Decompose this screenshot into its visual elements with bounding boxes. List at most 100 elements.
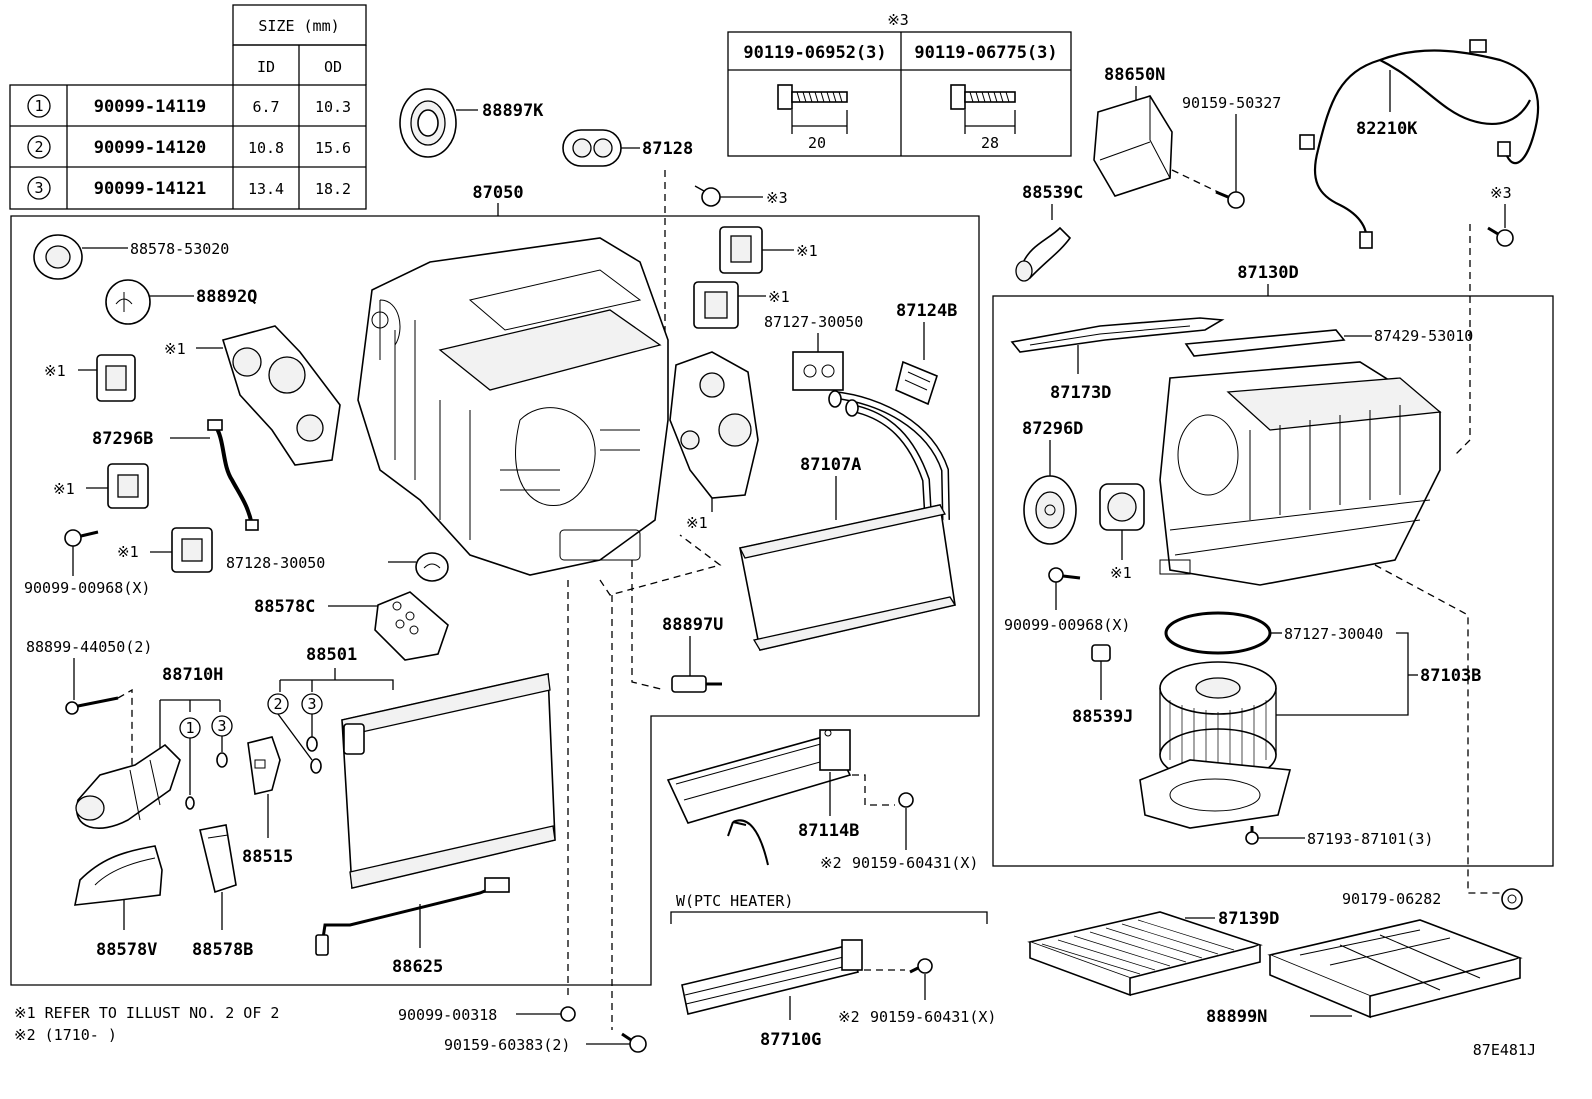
evaporator-88501-icon [341,673,556,889]
filter-frame-87173D-icon [1010,317,1225,353]
label-88710H: 88710H [162,665,223,685]
mark-1: ※1 [768,288,790,306]
mark-1: ※1 [796,242,818,260]
screw-icon [909,958,933,974]
hvac-housing-87050-icon [357,237,669,576]
row1-part: 90099-14119 [94,97,207,117]
assembly-87050-frame [10,215,980,986]
label-90099-00968-left: 90099-00968(X) [24,579,150,597]
diagram-ref-code: 87E481J [1473,1041,1536,1059]
heater-core-87107A-icon [739,390,957,651]
label-88578C: 88578C [254,597,315,617]
label-88892Q: 88892Q [196,287,257,307]
cabin-filter-87139D-icon [1027,911,1263,997]
row1-num: 1 [34,97,43,115]
label-90159-60431-b: 90159-60431(X) [870,1008,996,1026]
row2-id: 10.8 [248,139,284,157]
actuator-icon [719,226,763,274]
label-87710G: 87710G [760,1030,821,1050]
label-87130D: 87130D [1237,263,1298,283]
mark-1: ※1 [44,362,66,380]
seal-88897K-icon [399,88,457,158]
actuator-icon [693,281,739,329]
label-88578-53020: 88578-53020 [130,240,229,258]
label-87127-30050: 87127-30050 [764,313,863,331]
label-87193-87101: 87193-87101(3) [1307,830,1433,848]
circle-3: 3 [217,717,226,735]
label-87296B: 87296B [92,429,153,449]
row1-od: 10.3 [315,98,351,116]
label-88897K: 88897K [482,101,544,121]
screw-icon [1487,226,1514,247]
sensor-88897U-icon [671,675,722,693]
fan-motor-cover-87296D-icon [1023,475,1077,545]
row2-od: 15.6 [315,139,351,157]
label-87128: 87128 [642,139,693,159]
bolt-table-mark: ※3 [887,11,909,29]
note-2: ※2 (1710- ) [14,1026,117,1044]
label-88578B: 88578B [192,940,253,960]
actuator-icon [221,325,341,466]
mark-1: ※1 [1110,564,1132,582]
id-header: ID [257,58,275,76]
label-88515: 88515 [242,847,293,867]
actuator-icon [669,351,759,499]
mark-1: ※1 [117,543,139,561]
circle-1: 1 [185,719,194,737]
ptc-heater-label: W(PTC HEATER) [676,892,793,910]
gasket-87127-30050-icon [792,351,844,391]
circle-2: 2 [273,695,282,713]
expansion-valve-88515-icon [247,736,281,795]
label-87114B: 87114B [798,821,859,841]
row3-num: 3 [34,179,43,197]
bolt-icon [65,696,119,715]
clamp-87124B-icon [895,360,938,406]
bolt-col2-length: 28 [981,134,999,152]
bolt-col1-length: 20 [808,134,826,152]
filter-tray-88899N-icon [1267,919,1523,1019]
label-87429-53010: 87429-53010 [1374,327,1473,345]
bolt-icon [777,84,848,134]
label-88897U: 88897U [662,615,723,635]
label-82210K: 82210K [1356,119,1418,139]
label-87128-30050: 87128-30050 [226,554,325,572]
mark-2: ※2 [820,854,842,872]
row1-id: 6.7 [252,98,279,116]
wire-harness-82210K-icon [1299,39,1540,249]
label-88899N: 88899N [1206,1007,1267,1027]
blower-housing-87130D-icon [1159,361,1442,586]
label-88501: 88501 [306,645,357,665]
screw-icon [1245,826,1259,845]
row2-part: 90099-14120 [94,138,207,158]
nut-icon [1501,888,1523,910]
bolt-col1-part: 90119-06952(3) [743,43,886,63]
cap-88892Q-icon [105,279,151,325]
blower-fan-87103B-icon [1139,611,1292,829]
wire-harness-87296B-icon [207,419,259,531]
circle-3: 3 [307,695,316,713]
screw-icon [694,185,721,207]
label-88899-44050: 88899-44050(2) [26,638,152,656]
label-87139D: 87139D [1218,909,1279,929]
damper-88539J-icon [1091,644,1111,662]
grommet-87128-icon [562,129,622,167]
screw-icon [64,529,99,547]
pad-88578C-icon [374,591,449,661]
grommet-87128-30050-icon [415,552,449,582]
amplifier-88650N-icon [1093,95,1173,197]
label-88539J: 88539J [1072,707,1133,727]
row3-id: 13.4 [248,180,284,198]
actuator-icon [96,354,136,402]
label-87296D: 87296D [1022,419,1083,439]
label-90099-00318: 90099-00318 [398,1006,497,1024]
ptc-heater-87710G-icon [681,939,863,1015]
label-90179-06282: 90179-06282 [1342,890,1441,908]
screw-icon [1215,190,1245,209]
screw-icon [1048,567,1081,583]
mark-1: ※1 [686,514,708,532]
bolt-icon [950,84,1016,134]
ptc-heater-87114B-icon [666,729,852,824]
actuator-icon [107,463,149,509]
row2-num: 2 [34,138,43,156]
